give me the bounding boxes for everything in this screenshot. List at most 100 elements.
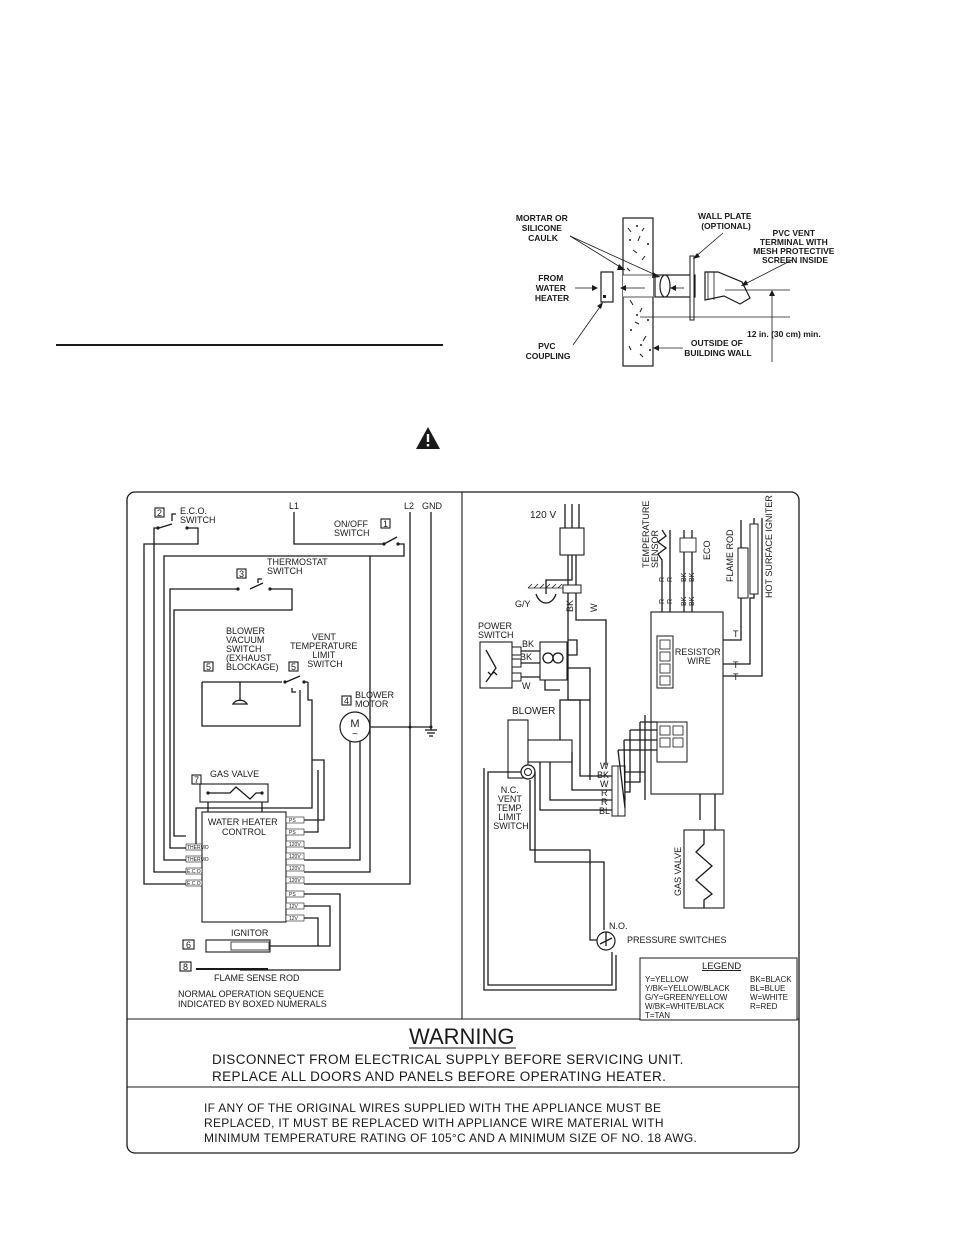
svg-text:BK: BK: [522, 639, 534, 649]
svg-text:THERMO: THERMO: [187, 845, 209, 851]
blower-vac-step-number: [203, 661, 214, 672]
svg-text:R: R: [667, 599, 674, 604]
l2-label: L2: [404, 501, 414, 511]
from-heater-label: FROM WATER HEATER: [535, 273, 569, 303]
warning-title: WARNING: [409, 1024, 515, 1049]
svg-text:THERMO: THERMO: [187, 857, 209, 863]
vent-installation-figure: MORTAR OR SILICONE CAULK FROM WATER HEAT…: [516, 211, 837, 367]
svg-text:E.C.O.: E.C.O.: [187, 869, 202, 875]
note-line-1: IF ANY OF THE ORIGINAL WIRES SUPPLIED WI…: [204, 1101, 661, 1115]
nc-switch-icon: [520, 764, 536, 780]
voltage-label: 120 V: [530, 510, 556, 521]
svg-text:T: T: [733, 660, 739, 670]
onoff-step-number: [380, 518, 391, 529]
flame-rod-label: FLAME ROD: [725, 529, 735, 582]
svg-text:BK=BLACK: BK=BLACK: [750, 975, 792, 984]
svg-text:T: T: [733, 672, 739, 682]
gnd-label: GND: [422, 501, 443, 511]
svg-text:W/BK=WHITE/BLACK: W/BK=WHITE/BLACK: [645, 1002, 725, 1011]
svg-text:1: 1: [383, 519, 388, 529]
diagram-frame: [126, 491, 800, 1154]
w-wire-label: W: [589, 603, 599, 612]
svg-text:12V: 12V: [289, 904, 299, 910]
svg-text:120V: 120V: [289, 842, 301, 848]
warning-triangle-icon: [416, 427, 440, 449]
eco-step-number: [154, 507, 165, 518]
svg-text:BL: BL: [599, 806, 610, 816]
svg-text:6: 6: [186, 940, 191, 950]
svg-text:M: M: [350, 718, 359, 730]
svg-text:7: 7: [194, 775, 199, 785]
clearance-label: 12 in. (30 cm) min.: [747, 329, 821, 339]
pvc-vent-terminal: [704, 271, 751, 305]
l1-label: L1: [289, 501, 299, 511]
vent-temp-step-number: [288, 661, 299, 672]
ignitor-label: IGNITOR: [231, 928, 269, 938]
flame-sense-label: FLAME SENSE ROD: [214, 973, 300, 983]
control-left-pins: THERMO THERMO E.C.O. E.C.O.: [185, 843, 209, 887]
svg-text:R=RED: R=RED: [750, 1002, 778, 1011]
ground-icon: [425, 729, 437, 737]
svg-text:PS: PS: [289, 830, 296, 836]
control-label: WATER HEATER CONTROL: [208, 817, 280, 837]
blower-motor-step-number: [341, 695, 352, 706]
wall-plate-label: WALL PLATE (OPTIONAL): [698, 211, 754, 231]
svg-text:2: 2: [157, 508, 162, 518]
svg-text:12V: 12V: [289, 916, 299, 922]
vent-temp-label: VENT TEMPERATURE LIMIT SWITCH: [290, 632, 360, 669]
pvc-coupling: [600, 271, 614, 303]
no-label: N.O.: [609, 921, 628, 931]
ignitor-step-number: [182, 939, 195, 950]
svg-text:W: W: [600, 761, 609, 771]
svg-text:E.C.O.: E.C.O.: [187, 881, 202, 887]
svg-text:Y/BK=YELLOW/BLACK: Y/BK=YELLOW/BLACK: [645, 984, 730, 993]
wiring-diagram: 2 E.C.O. SWITCH L1 L2 GND 1 ON/O: [126, 491, 800, 1154]
sensor-wire-labels: R R BK BK R R BK BK: [659, 572, 696, 606]
outside-wall-label: OUTSIDE OF BUILDING WALL: [684, 338, 752, 358]
svg-text:8: 8: [183, 962, 188, 972]
thermostat-step-number: [236, 568, 247, 579]
svg-text:5: 5: [206, 662, 211, 672]
bk-wire-label: BK: [565, 600, 575, 612]
svg-text:120V: 120V: [289, 878, 301, 884]
resistor-label: RESISTOR WIRE: [675, 647, 723, 666]
svg-text:BK: BK: [689, 596, 696, 606]
gas-valve-step-number: [191, 774, 202, 785]
svg-text:BK: BK: [681, 596, 688, 606]
legend: [639, 957, 798, 1021]
svg-text:PS: PS: [289, 892, 296, 898]
power-switch-label: POWER SWITCH: [478, 621, 515, 640]
legend-title: LEGEND: [702, 961, 741, 972]
svg-text:BK: BK: [681, 572, 688, 582]
power-plug: [559, 527, 585, 556]
svg-text:3: 3: [239, 569, 244, 579]
legend-entries: Y=YELLOW Y/BK=YELLOW/BLACK G/Y=GREEN/YEL…: [645, 975, 792, 1020]
eco-sensor-label: ECO: [702, 540, 712, 560]
terminal-label: PVC VENT TERMINAL WITH MESH PROTECTIVE S…: [753, 228, 837, 265]
igniter-label: HOT SURFACE IGNITER: [764, 495, 774, 598]
coupling-label: PVC COUPLING: [526, 341, 571, 361]
motor-icon: M ~: [339, 711, 371, 743]
power-switch: [479, 641, 513, 689]
svg-text:BK: BK: [520, 652, 532, 662]
wall-plate: [689, 255, 695, 321]
chassis-ground-icon: [527, 583, 564, 604]
svg-text:R: R: [601, 797, 608, 807]
note-line-3: MINIMUM TEMPERATURE RATING OF 105°C AND …: [204, 1131, 697, 1145]
note-line-2: REPLACED, IT MUST BE REPLACED WITH APPLI…: [204, 1116, 664, 1130]
svg-text:R: R: [659, 599, 666, 604]
svg-text:BL=BLUE: BL=BLUE: [750, 984, 785, 993]
thermostat-switch-label: THERMOSTAT SWITCH: [267, 557, 330, 576]
onoff-switch-label: ON/OFF SWITCH: [334, 519, 371, 538]
mortar-label: MORTAR OR SILICONE CAULK: [516, 213, 570, 243]
blower-vacuum-label: BLOWER VACUUM SWITCH (EXHAUST BLOCKAGE): [226, 626, 279, 672]
svg-text:R: R: [667, 577, 674, 582]
water-heater-control: [201, 811, 287, 923]
svg-text:4: 4: [344, 696, 349, 706]
ladder-diagram: 2 E.C.O. SWITCH L1 L2 GND 1 ON/O: [143, 501, 443, 1009]
nc-switch-label: N.C. VENT TEMP. LIMIT SWITCH: [493, 785, 529, 831]
svg-text:120V: 120V: [289, 854, 301, 860]
sequence-footnote: NORMAL OPERATION SEQUENCE INDICATED BY B…: [178, 989, 327, 1009]
temp-sensor-label: TEMPERATURE SENSOR: [641, 498, 660, 568]
